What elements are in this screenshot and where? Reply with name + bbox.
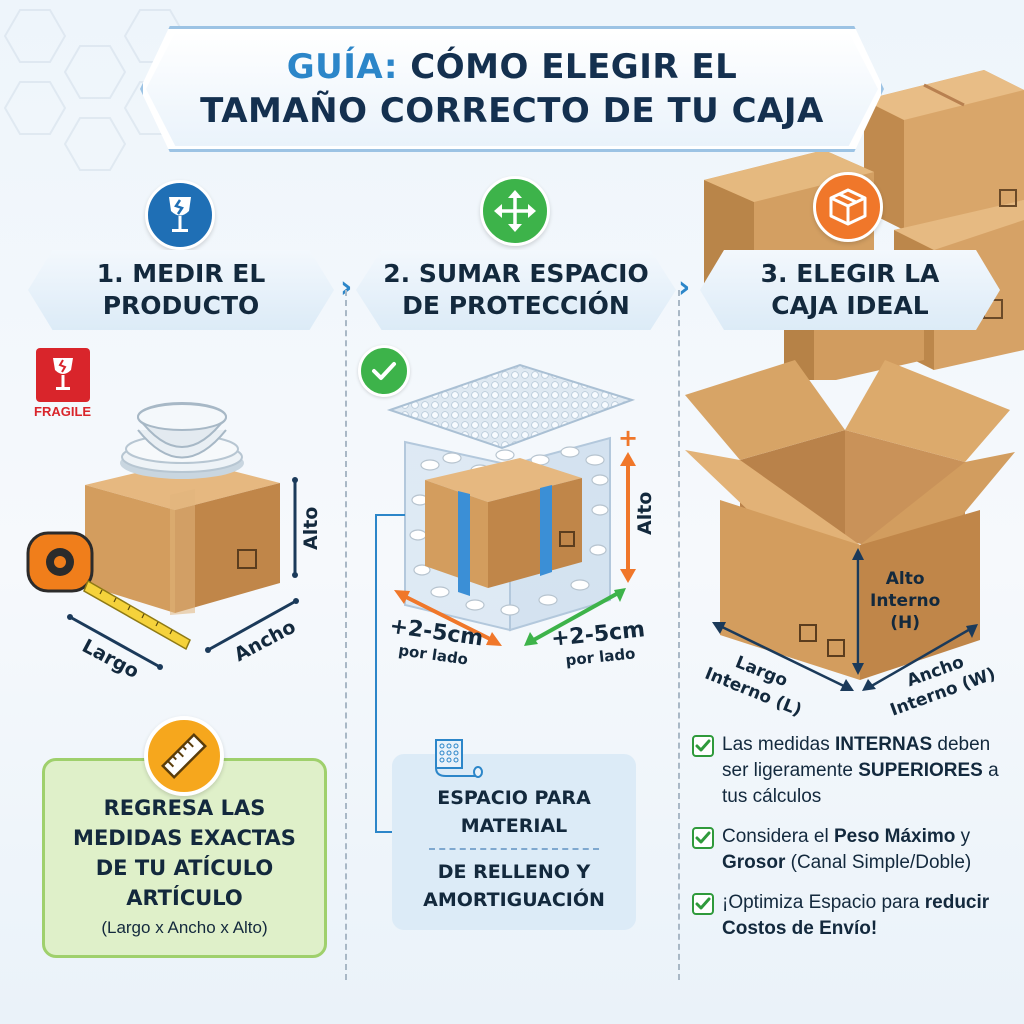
step3-banner: 3. ELEGIR LA CAJA IDEAL <box>700 250 1000 330</box>
pad-plus-label: + <box>618 424 639 452</box>
checkbox-checked-icon <box>692 735 714 757</box>
checklist-text-part: deben ser ligeramente <box>722 734 991 781</box>
checklist-text-part: Considera el <box>722 826 834 847</box>
pad-right-label: +2-5cm por lado <box>550 617 648 671</box>
checklist-text-bold: reducir Costos de Envío! <box>722 892 990 939</box>
title-line1-rest: CÓMO ELEGIR EL <box>397 47 738 87</box>
step2-banner: 2. SUMAR ESPACIO DE PROTECCIÓN <box>356 250 676 330</box>
alto-interno-line-3: (H) <box>890 613 921 633</box>
box-icon <box>829 188 867 226</box>
step3-title-line1: 3. ELEGIR LA <box>760 259 940 288</box>
column-divider <box>345 290 347 980</box>
dim-alto-label: Alto <box>300 506 322 550</box>
filling-material-note: ESPACIO PARA MATERIAL DE RELLENO Y AMORT… <box>392 754 636 930</box>
checklist-text-bold: INTERNAS <box>835 734 933 755</box>
note-line-1: REGRESA LAS <box>103 796 266 820</box>
checklist-text-bold: SUPERIORES <box>858 760 983 781</box>
fragile-label: FRAGILE <box>34 404 92 419</box>
checklist-text: ¡Optimiza Espacio para reducir Costos de… <box>722 890 1012 942</box>
page-title-line-2: TAMAÑO CORRECTO DE TU CAJA <box>200 91 824 131</box>
checklist-item: ¡Optimiza Espacio para reducir Costos de… <box>692 890 1012 942</box>
step2-title-line1: 2. SUMAR ESPACIO <box>383 259 649 288</box>
step1-title-line2: PRODUCTO <box>102 291 260 320</box>
checkbox-checked-icon <box>692 827 714 849</box>
checklist-text: Las medidas INTERNAS deben ser ligeramen… <box>722 732 1012 810</box>
chevron-right-icon: › <box>340 270 353 305</box>
step1-title-line1: 1. MEDIR EL <box>96 259 266 288</box>
step3-icon-badge <box>813 172 883 242</box>
ruler-icon-badge <box>144 716 224 796</box>
move-arrows-icon <box>494 190 536 232</box>
page-title-line-1: GUÍA: CÓMO ELEGIR EL <box>287 45 738 89</box>
tips-checklist: Las medidas INTERNAS deben ser ligeramen… <box>692 732 1012 956</box>
fragile-glass-icon <box>169 197 191 232</box>
bubble-wrap-roll-icon <box>435 739 483 778</box>
alto-interno-line-1: Alto <box>885 569 925 589</box>
success-check-badge <box>358 345 410 397</box>
checklist-text-part: Las medidas <box>722 734 836 755</box>
step2-icon-badge <box>480 176 550 246</box>
note-line-4: ARTÍCULO <box>126 886 243 910</box>
pad-alto-label: Alto <box>634 491 656 535</box>
fragile-badge <box>36 348 90 402</box>
step3-title-line2: CAJA IDEAL <box>771 291 929 320</box>
step1-icon-badge <box>145 180 215 250</box>
filling-separator <box>429 848 599 850</box>
note-subtext: (Largo x Ancho x Alto) <box>101 918 268 937</box>
ruler-icon <box>161 733 207 779</box>
alto-interno-line-2: Interno <box>870 591 941 611</box>
filling-line-3: DE RELLENO Y <box>437 861 591 883</box>
filling-line-2: MATERIAL <box>460 815 568 837</box>
step2-title-line2: DE PROTECCIÓN <box>402 291 630 320</box>
checklist-item: Las medidas INTERNAS deben ser ligeramen… <box>692 732 1012 810</box>
protected-box-illustration <box>386 363 636 646</box>
check-icon <box>372 362 396 380</box>
title-accent: GUÍA: <box>286 47 398 87</box>
broken-glass-icon <box>53 358 73 390</box>
checklist-text-bold: Peso Máximo <box>833 826 956 847</box>
checklist-text-part: (Canal Simple/Doble) <box>785 852 972 873</box>
note-line-3: DE TU ATÍCULO <box>95 856 274 880</box>
checklist-text-bold: Grosor <box>722 852 786 873</box>
step1-banner: 1. MEDIR EL PRODUCTO <box>28 250 334 330</box>
product-box-illustration <box>26 402 299 670</box>
filling-line-1: ESPACIO PARA <box>437 787 591 809</box>
checklist-text: Considera el Peso Máximo y Grosor (Canal… <box>722 824 1012 876</box>
checklist-item: Considera el Peso Máximo y Grosor (Canal… <box>692 824 1012 876</box>
chevron-right-icon: › <box>678 270 691 305</box>
checkbox-checked-icon <box>692 893 714 915</box>
filling-line-4: AMORTIGUACIÓN <box>423 889 605 911</box>
checklist-text-part: y <box>955 826 971 847</box>
alto-interno-label: Alto Interno (H) <box>870 568 940 634</box>
title-banner: GUÍA: CÓMO ELEGIR EL TAMAÑO CORRECTO DE … <box>146 32 878 146</box>
column-divider <box>678 290 680 980</box>
checklist-text-part: a tus cálculos <box>722 760 999 807</box>
checklist-text-part: ¡Optimiza Espacio para <box>722 892 925 913</box>
note-line-2: MEDIDAS EXACTAS <box>73 826 296 850</box>
open-box-illustration <box>685 360 1015 691</box>
